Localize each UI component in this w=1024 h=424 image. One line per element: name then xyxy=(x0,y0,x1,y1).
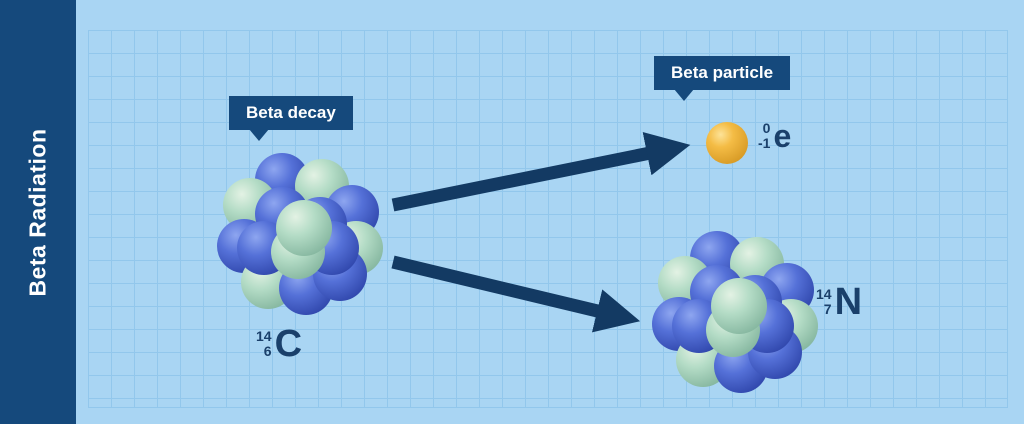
carbon-14-nucleus xyxy=(217,153,383,315)
carbon-mass-number: 14 xyxy=(256,328,272,344)
beta-decay-pointer-icon xyxy=(249,129,269,141)
carbon-14-notation: 14 6 C xyxy=(256,323,303,365)
nitrogen-14-nucleus xyxy=(652,231,818,393)
sidebar: Beta Radiation xyxy=(0,0,76,424)
beta-particle-label: Beta particle xyxy=(671,63,774,82)
beta-particle-callout: Beta particle xyxy=(654,56,791,101)
nitrogen-numbers: 14 7 xyxy=(816,287,832,317)
carbon-atomic-number: 6 xyxy=(263,343,272,359)
carbon-numbers: 14 6 xyxy=(256,329,272,359)
arrow-to-nitrogen xyxy=(391,255,641,333)
electron-symbol: e xyxy=(773,118,792,154)
carbon-symbol: C xyxy=(274,323,303,365)
page-title: Beta Radiation xyxy=(24,127,51,297)
electron-charge-number: -1 xyxy=(758,135,771,151)
electron-mass-number: 0 xyxy=(762,120,771,136)
decay-arrows xyxy=(391,131,691,333)
beta-particle-pointer-icon xyxy=(674,89,694,101)
beta-decay-callout: Beta decay xyxy=(229,96,353,141)
nitrogen-atomic-number: 7 xyxy=(823,301,832,317)
nitrogen-symbol: N xyxy=(834,281,863,323)
nitrogen-mass-number: 14 xyxy=(816,286,832,302)
beta-particle-sphere xyxy=(706,122,748,164)
beta-decay-label: Beta decay xyxy=(246,103,336,122)
electron-notation: 0 -1 e xyxy=(758,118,792,154)
arrow-to-beta-particle xyxy=(391,131,691,212)
nitrogen-14-notation: 14 7 N xyxy=(816,281,863,323)
electron-numbers: 0 -1 xyxy=(758,121,770,151)
